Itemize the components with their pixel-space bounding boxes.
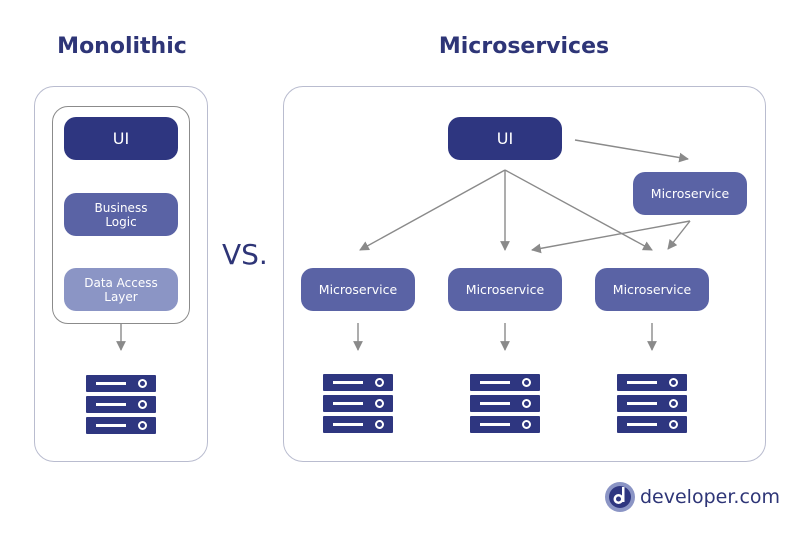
business-logic-box: Business Logic (64, 193, 178, 236)
microservice-box-right: Microservice (595, 268, 709, 311)
microservice-box-center: Microservice (448, 268, 562, 311)
data-access-layer-box: Data Access Layer (64, 268, 178, 311)
logo-text: developer.com (640, 486, 781, 508)
microservice-database-icon-left (323, 374, 393, 437)
microservice-database-icon-center (470, 374, 540, 437)
microservice-box-top-right: Microservice (633, 172, 747, 215)
monolithic-database-icon (86, 375, 156, 438)
monolithic-ui-box: UI (64, 117, 178, 160)
monolithic-app-container (52, 106, 190, 324)
monolithic-title: Monolithic (57, 34, 187, 59)
developer-logo-icon (605, 482, 635, 512)
microservice-box-left: Microservice (301, 268, 415, 311)
microservices-panel (283, 86, 766, 462)
vs-label: VS. (222, 238, 268, 271)
developer-logo[interactable]: developer.com (604, 481, 780, 513)
microservices-ui-box: UI (448, 117, 562, 160)
microservice-database-icon-right (617, 374, 687, 437)
microservices-title: Microservices (438, 34, 610, 59)
monolithic-panel (34, 86, 208, 462)
